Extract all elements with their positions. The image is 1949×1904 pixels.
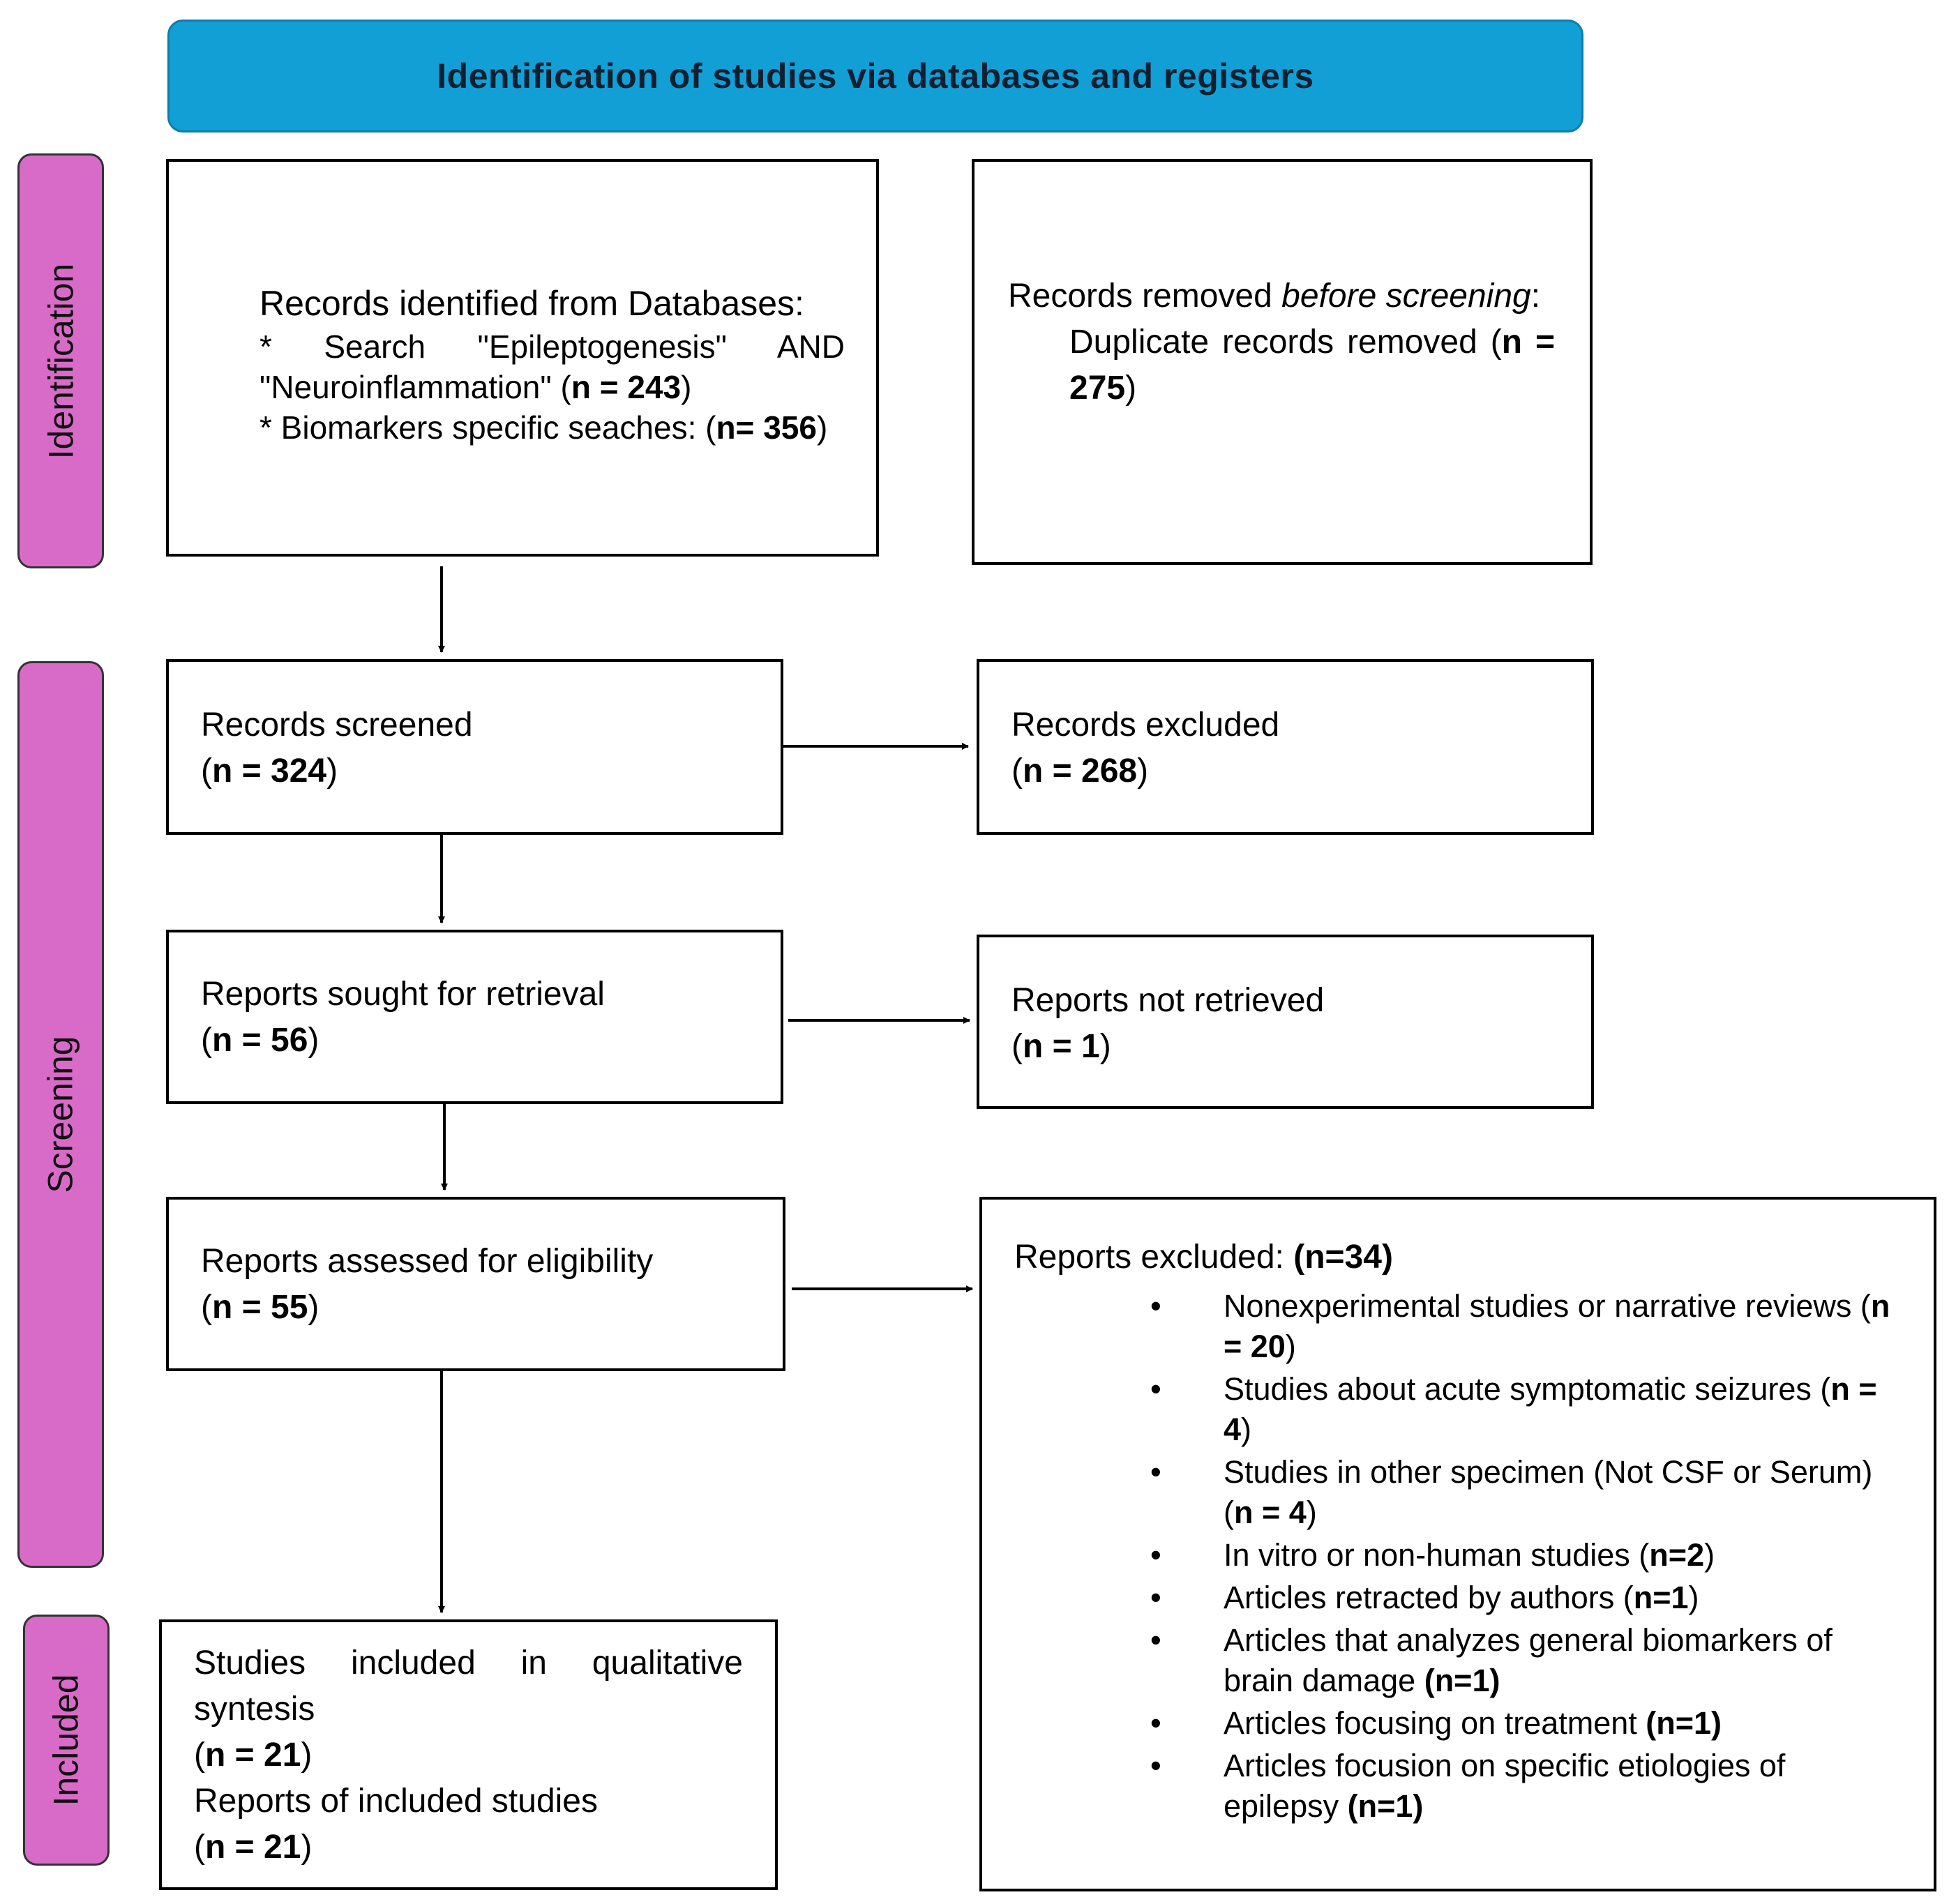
- records-excluded-label: Records excluded: [1011, 707, 1280, 743]
- records-identified-title: Records identified from Databases:: [259, 284, 804, 323]
- reports-excluded-box: Reports excluded: (n=34) •Nonexperimenta…: [979, 1197, 1936, 1891]
- exclusion-reason: •Nonexperimental studies or narrative re…: [1014, 1286, 1906, 1367]
- reports-not-retrieved-label: Reports not retrieved: [1011, 982, 1325, 1019]
- reports-included-label: Reports of included studies: [194, 1783, 598, 1820]
- bullet-icon: •: [1150, 1748, 1161, 1783]
- reports-sought-label: Reports sought for retrieval: [201, 976, 605, 1013]
- records-screened-count: (n = 324): [201, 753, 338, 789]
- records-screened-label: Records screened: [201, 707, 473, 743]
- reports-not-retrieved-box: Reports not retrieved (n = 1): [977, 935, 1594, 1109]
- reports-excluded-heading: Reports excluded: (n=34): [1014, 1239, 1393, 1276]
- exclusion-reason: •Articles that analyzes general biomarke…: [1014, 1620, 1906, 1701]
- bullet-icon: •: [1150, 1537, 1161, 1573]
- search-epileptogenesis: * Search "Epileptogenesis" AND "Neuroinf…: [259, 328, 845, 405]
- exclusion-reasons-list: •Nonexperimental studies or narrative re…: [1014, 1286, 1906, 1827]
- records-removed-box: Records removed before screening: Duplic…: [972, 159, 1593, 565]
- included-studies-box: Studies included in qualitative syntesis…: [159, 1619, 778, 1890]
- reports-assessed-box: Reports assessed for eligibility (n = 55…: [166, 1197, 785, 1371]
- duplicates-removed: Duplicate records removed (n = 275): [1069, 324, 1556, 407]
- records-removed-heading: Records removed before screening:: [1008, 278, 1541, 315]
- phase-identification: Identification: [17, 153, 104, 568]
- bullet-icon: •: [1150, 1288, 1161, 1324]
- reports-assessed-count: (n = 55): [201, 1289, 319, 1326]
- records-screened-box: Records screened (n = 324): [166, 659, 783, 835]
- records-excluded-box: Records excluded (n = 268): [977, 659, 1594, 835]
- phase-included: Included: [23, 1615, 110, 1866]
- header-banner: Identification of studies via databases …: [167, 20, 1583, 133]
- exclusion-reason: •In vitro or non-human studies (n=2): [1014, 1535, 1906, 1576]
- exclusion-reason: •Articles focusing on treatment (n=1): [1014, 1703, 1906, 1744]
- bullet-icon: •: [1150, 1454, 1161, 1490]
- bullet-icon: •: [1150, 1371, 1161, 1407]
- exclusion-reason: •Articles retracted by authors (n=1): [1014, 1578, 1906, 1618]
- studies-included-count: (n = 21): [194, 1737, 313, 1774]
- bullet-icon: •: [1150, 1622, 1161, 1658]
- exclusion-reason: •Studies about acute symptomatic seizure…: [1014, 1369, 1906, 1450]
- header-title: Identification of studies via databases …: [437, 56, 1314, 96]
- reports-included-count: (n = 21): [194, 1829, 313, 1866]
- bullet-icon: •: [1150, 1580, 1161, 1615]
- exclusion-reason: •Articles focusion on specific etiologie…: [1014, 1746, 1906, 1827]
- studies-included-label: Studies included in qualitative syntesis: [194, 1645, 743, 1728]
- phase-screening: Screening: [17, 661, 104, 1568]
- reports-sought-box: Reports sought for retrieval (n = 56): [166, 930, 783, 1104]
- exclusion-reason: •Studies in other specimen (Not CSF or S…: [1014, 1452, 1906, 1533]
- reports-sought-count: (n = 56): [201, 1022, 319, 1059]
- reports-assessed-label: Reports assessed for eligibility: [201, 1243, 654, 1280]
- records-excluded-count: (n = 268): [1011, 753, 1149, 789]
- search-biomarkers: * Biomarkers specific seaches: (n= 356): [259, 409, 828, 446]
- bullet-icon: •: [1150, 1705, 1161, 1741]
- records-identified-box: Records identified from Databases: * Sea…: [166, 159, 879, 557]
- reports-not-retrieved-count: (n = 1): [1011, 1028, 1111, 1065]
